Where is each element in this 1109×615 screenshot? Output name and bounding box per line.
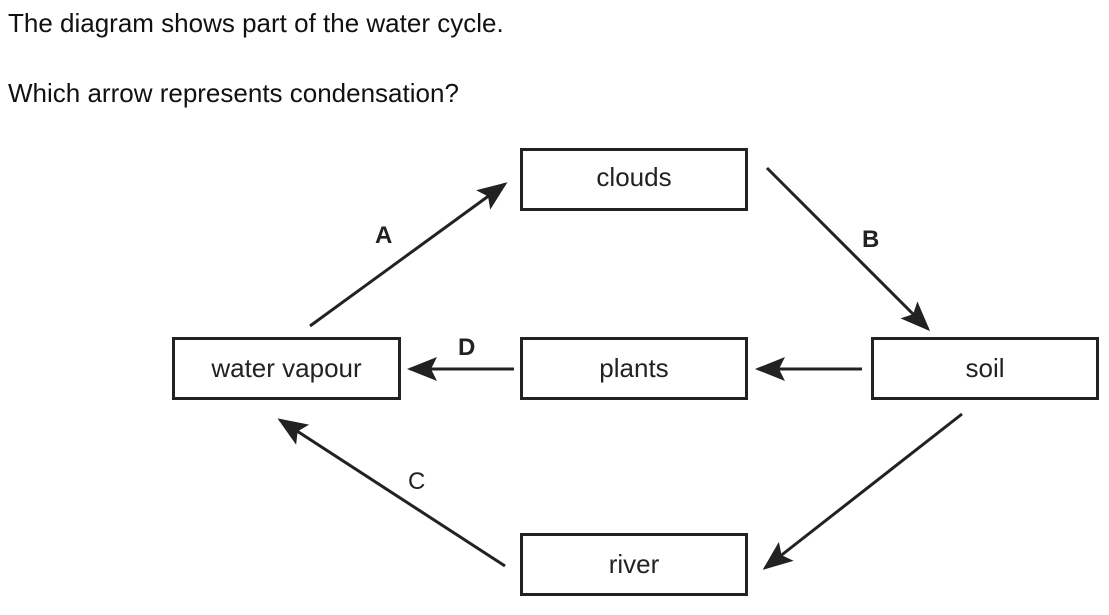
- question-prompt: Which arrow represents condensation?: [8, 78, 459, 108]
- node-river: river: [520, 533, 748, 596]
- arrow-label-b: B: [862, 226, 880, 253]
- node-river-label: river: [608, 549, 660, 579]
- node-water-vapour: water vapour: [172, 337, 401, 400]
- arrow-a: [309, 182, 508, 328]
- node-clouds-label: clouds: [596, 162, 672, 192]
- node-clouds: clouds: [520, 148, 748, 211]
- node-soil-label: soil: [965, 353, 1005, 383]
- arrow-soil-to-river: [762, 412, 963, 570]
- node-water-vapour-label: water vapour: [211, 353, 362, 383]
- arrow-b: [765, 166, 931, 332]
- node-plants: plants: [520, 337, 748, 400]
- arrow-label-d: D: [458, 334, 476, 361]
- node-plants-label: plants: [599, 353, 669, 383]
- arrow-label-c: C: [408, 468, 426, 495]
- node-soil: soil: [871, 337, 1099, 400]
- arrow-c: [277, 418, 506, 568]
- question-intro: The diagram shows part of the water cycl…: [8, 8, 504, 38]
- arrow-label-a: A: [375, 222, 393, 249]
